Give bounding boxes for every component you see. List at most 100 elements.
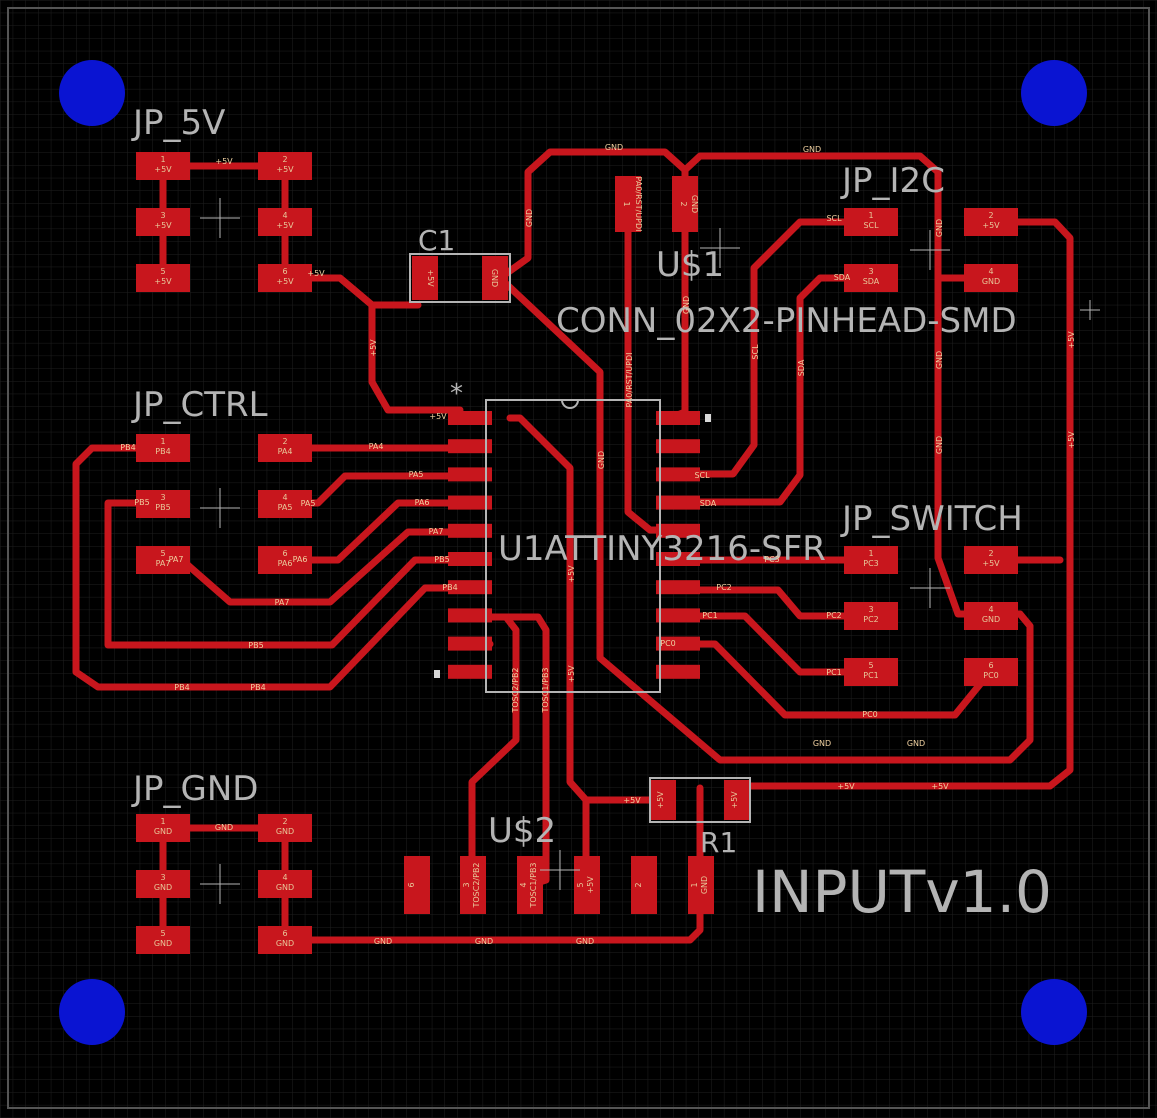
trace-label: PB5	[134, 498, 149, 507]
trace-label: PB4	[250, 683, 265, 692]
mounting-hole-bottom-right	[1021, 979, 1087, 1045]
trace-label: GND	[935, 219, 944, 237]
pin-net: GND	[154, 939, 172, 948]
jp-ctrl-label: JP_CTRL	[131, 385, 268, 425]
c1-pad-labels: +5V GND	[426, 269, 499, 287]
u1-pad-left	[448, 495, 492, 510]
pin-number: 4	[988, 605, 993, 614]
trace-label: +5V	[1067, 431, 1076, 449]
u1-pad-right	[656, 580, 700, 595]
trace-label: PC1	[702, 611, 718, 620]
trace-label: PC3	[764, 555, 780, 564]
u1-pad-left	[448, 636, 492, 651]
pin-number: 1	[160, 817, 165, 826]
pin-number: 1	[868, 549, 873, 558]
pin-number: 5	[868, 661, 873, 670]
pin-net: PA0/RST/UPDI	[634, 177, 643, 232]
u1-pin1-dot	[434, 670, 440, 678]
pin-number: 4	[519, 882, 528, 887]
trace-label: +5V	[1067, 331, 1076, 349]
pin-net: +5V	[276, 277, 294, 286]
trace-label: PA6	[415, 498, 430, 507]
jp-i2c-label: JP_I2C	[840, 161, 945, 201]
trace-label: SDA	[797, 359, 806, 376]
pin-net: GND	[690, 195, 699, 213]
trace-label: GND	[682, 296, 691, 314]
mounting-hole-top-left	[59, 60, 125, 126]
trace-label: PB4	[174, 683, 189, 692]
pin-net: GND	[490, 269, 499, 287]
trace-label: SCL	[694, 471, 710, 480]
u1-pad-left	[448, 523, 492, 538]
trace-label: +5V	[307, 269, 325, 278]
trace-label: PA6	[293, 555, 308, 564]
pin-net: GND	[276, 939, 294, 948]
pin-number: 1	[690, 882, 699, 887]
trace-label: PA4	[369, 442, 384, 451]
trace-label: PA0/RST/UPDI	[625, 353, 634, 408]
pin-number: 6	[282, 549, 287, 558]
pin-number: 3	[462, 882, 471, 887]
pin-number: 2	[634, 882, 643, 887]
us2-label: U$2	[488, 811, 556, 851]
pin-net: PA7	[156, 559, 171, 568]
pin-number: 3	[868, 605, 873, 614]
pin-number: 5	[160, 267, 165, 276]
pin-number: 6	[988, 661, 993, 670]
pin-net: +5V	[154, 277, 172, 286]
trace-label: PA7	[275, 598, 290, 607]
jp-switch-label: JP_SWITCH	[840, 499, 1023, 539]
u1-pad-left	[448, 552, 492, 566]
pin-number: 2	[988, 549, 993, 558]
pin-net: +5V	[154, 221, 172, 230]
pin-number: 2	[282, 817, 287, 826]
pin-net: +5V	[426, 269, 435, 287]
trace-label: GND	[525, 209, 534, 227]
c1-label: C1	[418, 224, 455, 257]
pin-net: GND	[154, 827, 172, 836]
trace-label: SCL	[751, 344, 760, 360]
u1-pad-left	[448, 664, 492, 679]
u1-pad-right	[656, 664, 700, 679]
u1-pad-left	[448, 608, 492, 623]
pin-net: PC1	[863, 671, 879, 680]
pin-net: GND	[276, 827, 294, 836]
u1-pad-right	[656, 411, 700, 425]
trace-label: SDA	[834, 273, 851, 282]
pin-number: 3	[160, 493, 165, 502]
trace-label: +5V	[931, 782, 949, 791]
u1-pad-right	[656, 552, 700, 566]
pin-net: SCL	[863, 221, 879, 230]
pin-net: PC2	[863, 615, 879, 624]
trace-label: PC2	[716, 583, 732, 592]
pin-net: PA4	[278, 447, 293, 456]
pin-number: 5	[160, 549, 165, 558]
trace-label: GND	[907, 739, 925, 748]
u1-pad-left	[448, 580, 492, 595]
u1-pads	[448, 411, 700, 679]
pin-number: 1	[160, 437, 165, 446]
pin-number: 6	[407, 882, 416, 887]
us2-pad-labels: 6 3 TOSC2/PB2 4 TOSC1/PB3 5 +5V 2 1 GND	[407, 862, 709, 908]
pin-number: 6	[282, 929, 287, 938]
trace-label: GND	[475, 937, 493, 946]
pin-number: 3	[160, 211, 165, 220]
pin-number: 5	[576, 882, 585, 887]
jp-5v-label: JP_5V	[131, 103, 225, 143]
pin-number: 5	[160, 929, 165, 938]
u1-pad-left	[448, 467, 492, 482]
u1-corner-dot	[705, 414, 711, 422]
pin-net: +5V	[982, 221, 1000, 230]
trace-label: GND	[576, 937, 594, 946]
u1-pad-right	[656, 439, 700, 454]
pin-net: GND	[700, 876, 709, 894]
board-outline	[7, 7, 1150, 1109]
pin-net: PC3	[863, 559, 879, 568]
pin-number: 2	[282, 155, 287, 164]
jp-i2c-pad-labels: 1 SCL 2 +5V 3 SDA 4 GND	[863, 211, 1000, 286]
trace-label: GND	[813, 739, 831, 748]
pin-number: 2	[988, 211, 993, 220]
trace-label: PB4	[442, 583, 457, 592]
pin-net: GND	[982, 615, 1000, 624]
